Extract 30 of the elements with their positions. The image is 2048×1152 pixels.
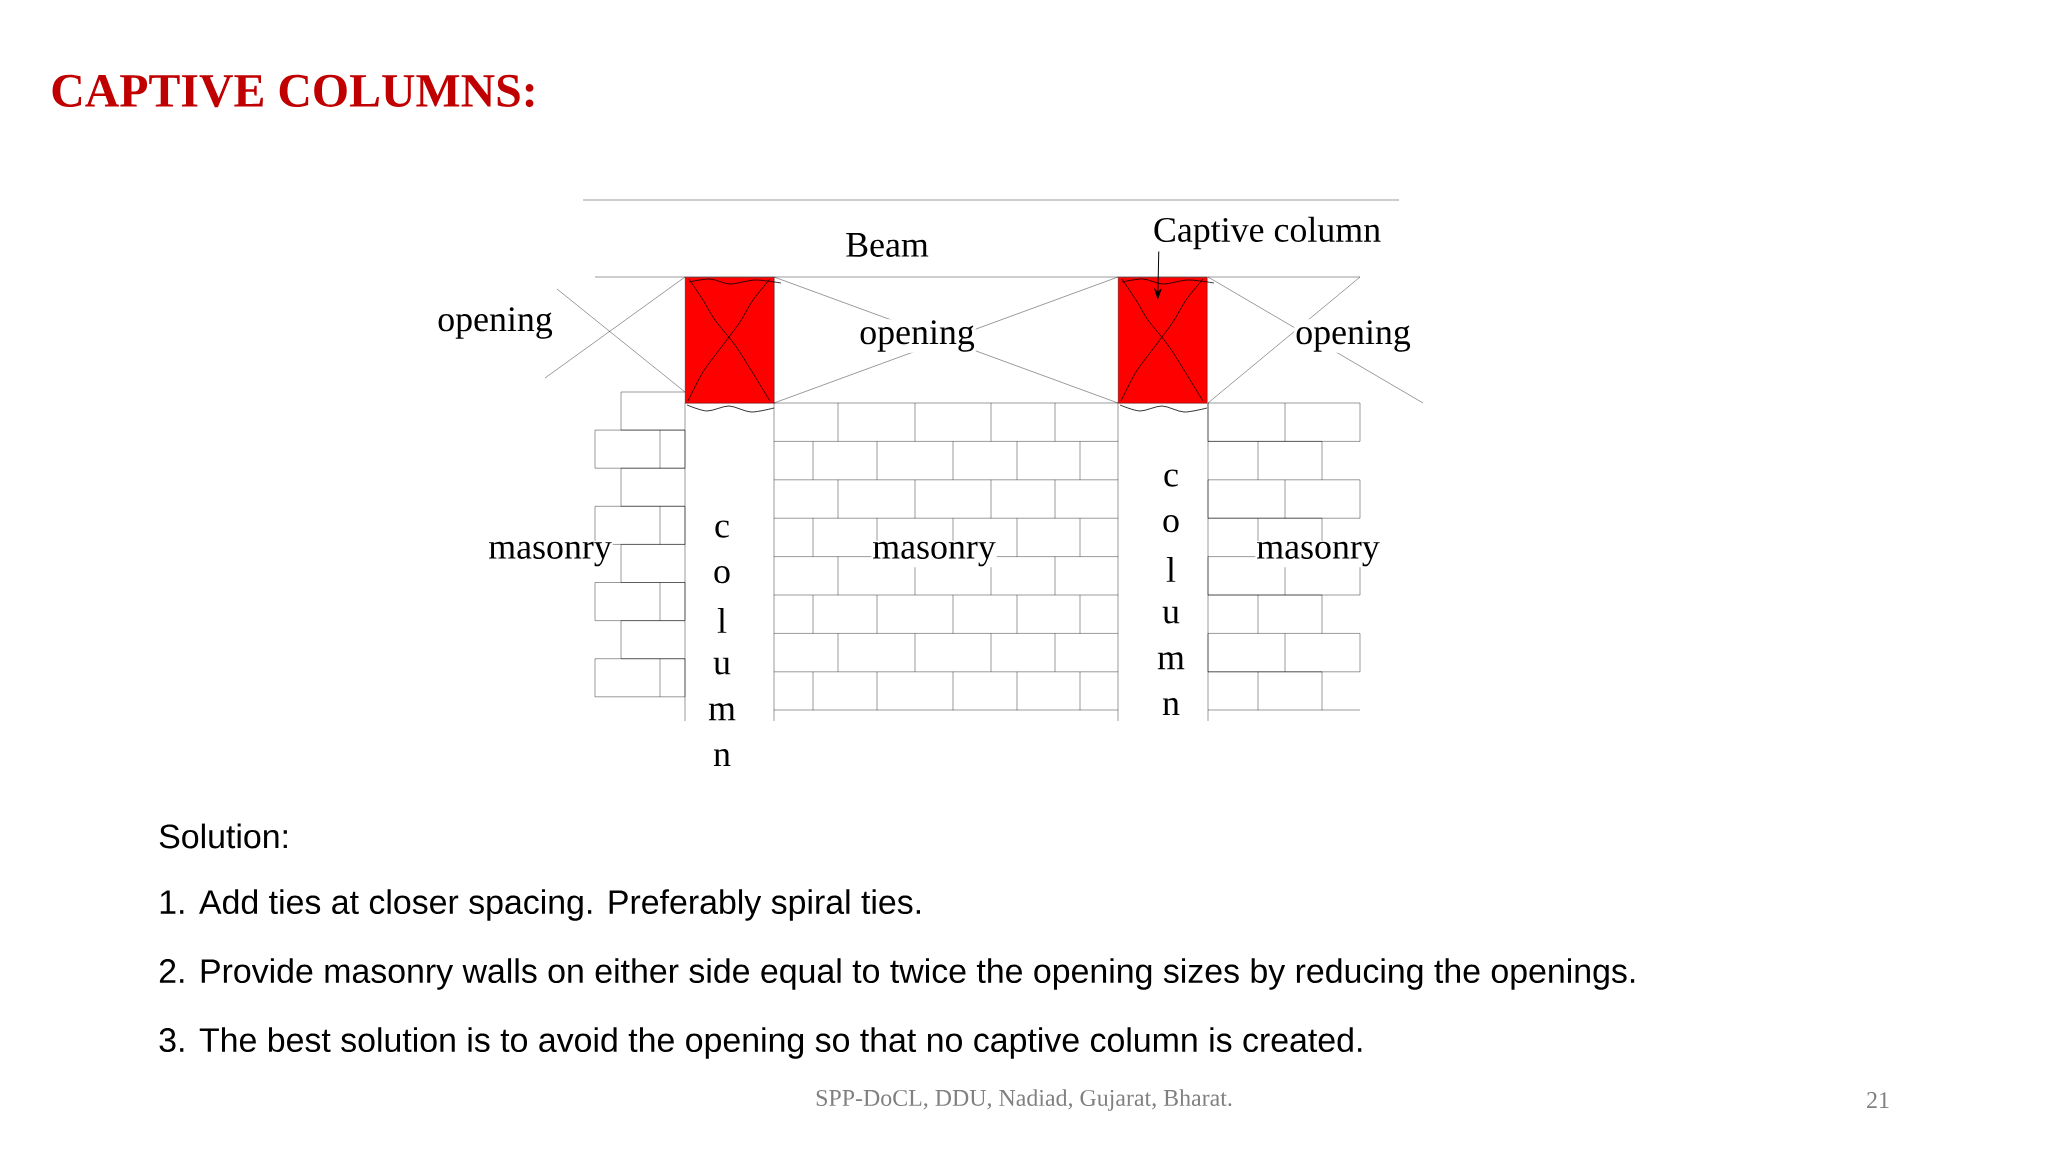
solution-heading: Solution:	[159, 823, 287, 849]
solution-item: 1. Add ties at closer spacing. Preferably spiral ties.	[160, 889, 920, 921]
captive-column-block	[1118, 277, 1215, 413]
masonry-label: masonry	[1255, 540, 1381, 568]
solution-item: 2. Provide masonry walls on either side equal to twice the opening sizes by reducing the openings.	[159, 958, 1635, 990]
column-letter: c	[1164, 469, 1178, 487]
slide-title: CAPTIVE COLUMNS:	[52, 74, 534, 108]
column-letter: u	[713, 657, 731, 675]
page-number: 21	[1867, 1092, 1889, 1108]
opening-label: opening	[858, 319, 976, 353]
captive-column-block	[685, 277, 782, 413]
footer-text: SPP-DoCL, DDU, Nadiad, Gujarat, Bharat.	[816, 1089, 1232, 1111]
solution-item: 3. The best solution is to avoid the opening so that no captive column is created.	[159, 1027, 1362, 1059]
column-letter: l	[1166, 557, 1176, 582]
beam-label: Beam	[846, 233, 929, 257]
column-letter: m	[1157, 652, 1185, 670]
column-letter: o	[1163, 515, 1179, 533]
column-letter: l	[717, 608, 727, 633]
leader-arrow	[1154, 289, 1162, 299]
column-letter: n	[713, 749, 731, 766]
callout-label: Captive column	[1154, 216, 1381, 250]
column-letter: m	[708, 703, 736, 721]
column-letter: c	[715, 520, 729, 538]
masonry-label: masonry	[871, 540, 997, 568]
column-letter: o	[714, 566, 730, 584]
column-letter: n	[1162, 698, 1180, 715]
opening-label: opening	[1294, 319, 1412, 353]
opening-label: opening	[436, 306, 554, 340]
column-letter: u	[1162, 606, 1180, 624]
masonry-label: masonry	[487, 540, 613, 568]
